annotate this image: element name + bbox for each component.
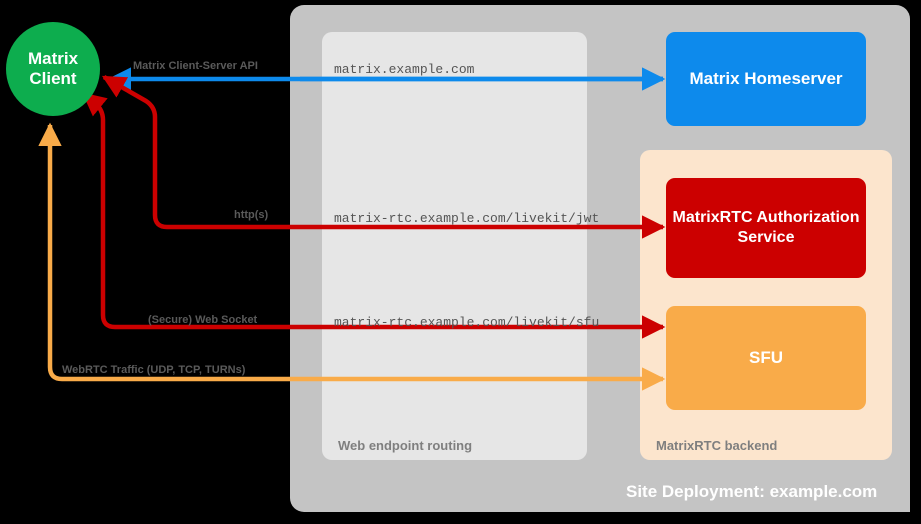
matrixrtc-authorization-service-label: MatrixRTC Authorization Service — [672, 209, 860, 246]
matrixrtc-backend-label: MatrixRTC backend — [656, 438, 778, 453]
endpoint-matrix-example-com: matrix.example.com — [334, 62, 475, 77]
edge-label-web-socket: (Secure) Web Socket — [148, 314, 258, 326]
matrix-client-label-line1: Matrix — [27, 49, 79, 69]
edge-webrtc-media — [38, 122, 666, 391]
node-sfu[interactable]: SFU — [666, 306, 866, 410]
node-matrix-homeserver[interactable]: Matrix Homeserver — [666, 32, 866, 126]
sfu-label: SFU — [749, 347, 783, 367]
edge-label-webrtc-traffic: WebRTC Traffic (UDP, TCP, TURNs) — [62, 364, 246, 376]
site-deployment-label: Site Deployment: example.com — [626, 482, 878, 501]
node-matrix-client[interactable]: Matrix Client — [6, 22, 100, 116]
matrix-homeserver-label: Matrix Homeserver — [689, 68, 843, 88]
endpoint-livekit-jwt: matrix-rtc.example.com/livekit/jwt — [334, 211, 600, 226]
endpoint-livekit-sfu: matrix-rtc.example.com/livekit/sfu — [334, 315, 600, 330]
edge-label-client-server-api: Matrix Client-Server API — [133, 60, 258, 72]
node-matrixrtc-authorization-service[interactable]: MatrixRTC Authorization Service — [666, 178, 866, 278]
web-endpoint-routing-label: Web endpoint routing — [338, 438, 473, 453]
edge-label-http: http(s) — [234, 209, 269, 221]
matrix-client-label-line2: Client — [29, 69, 77, 88]
edge-jwt-auth — [101, 75, 666, 239]
